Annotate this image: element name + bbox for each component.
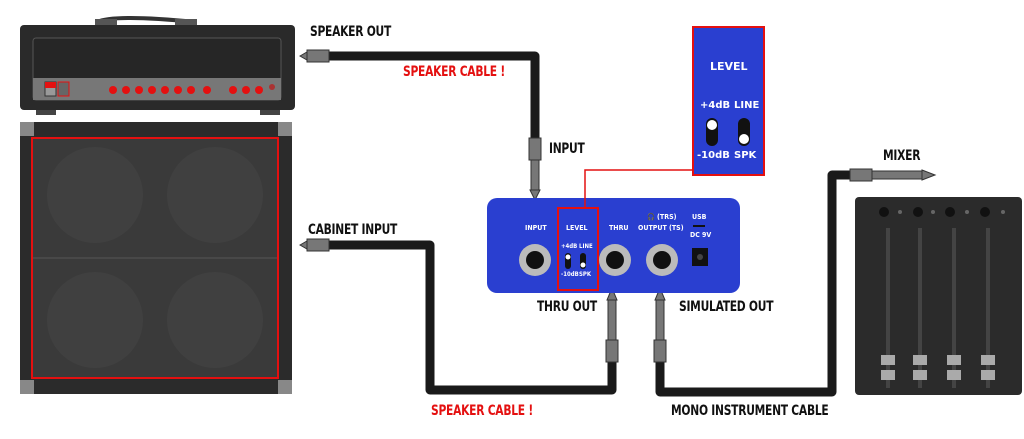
- callout-line-label: LINE: [734, 100, 760, 111]
- simulated-out-label: SIMULATED OUT: [679, 299, 774, 315]
- device-minus10-label: -10dB: [561, 271, 579, 278]
- cables: [325, 49, 870, 399]
- device-dc-label: DC 9V: [690, 231, 712, 239]
- device-output-label: OUTPUT (TS): [638, 224, 684, 232]
- device-spk-label: SPK: [579, 271, 592, 278]
- device-trs-label: 🎧 (TRS): [647, 213, 677, 221]
- callout-minus10-label: -10dB: [697, 150, 730, 161]
- mono-instrument-cable-label: MONO INSTRUMENT CABLE: [671, 403, 829, 419]
- callout-plus4-label: +4dB: [700, 100, 731, 111]
- speaker-cable-top-label: SPEAKER CABLE !: [403, 64, 505, 80]
- speaker-out-label: SPEAKER OUT: [310, 24, 392, 40]
- device-level-label: LEVEL: [566, 224, 588, 232]
- level-callout: [692, 26, 765, 176]
- callout-spk-label: SPK: [734, 150, 757, 161]
- amp-simulator-device: [487, 169, 740, 293]
- callout-level-label: LEVEL: [710, 60, 748, 73]
- mixer: [855, 197, 1022, 395]
- device-line-label: LINE: [579, 243, 593, 250]
- jack-plugs: [298, 49, 937, 363]
- device-usb-label: USB: [692, 213, 707, 221]
- speaker-cable-bottom-label: SPEAKER CABLE !: [431, 403, 533, 419]
- device-input-label: INPUT: [525, 224, 547, 232]
- device-thru-label: THRU: [609, 224, 629, 232]
- thru-out-label: THRU OUT: [537, 299, 597, 315]
- device-plus4-label: +4dB: [561, 243, 578, 250]
- input-label: INPUT: [549, 141, 585, 157]
- cabinet-input-label: CABINET INPUT: [308, 222, 398, 238]
- mixer-label: MIXER: [883, 148, 921, 164]
- speaker-cabinet: [20, 122, 292, 394]
- amp-head: [20, 16, 295, 115]
